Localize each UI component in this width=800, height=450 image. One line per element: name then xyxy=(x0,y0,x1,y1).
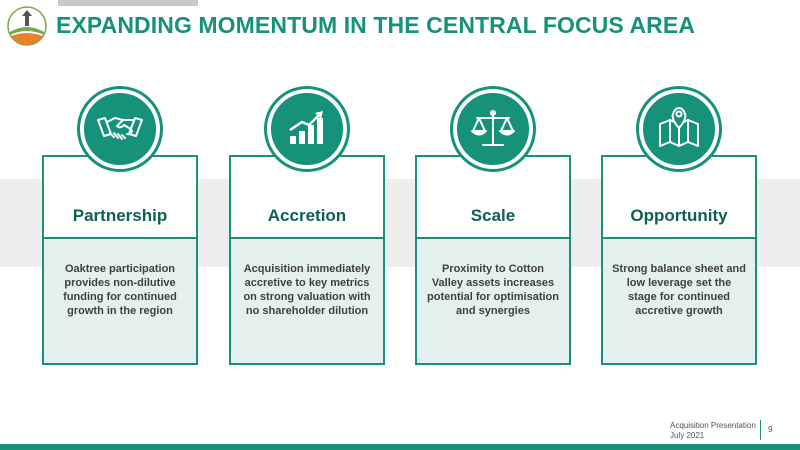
card-description: Strong balance sheet and low leverage se… xyxy=(612,263,746,317)
footer-date: July 2021 xyxy=(670,431,705,440)
balance-scale-icon xyxy=(453,89,533,169)
card-title: Partnership xyxy=(72,206,168,225)
card-opportunity: Opportunity Strong balance sheet and low… xyxy=(601,155,757,365)
footer-divider xyxy=(760,420,761,440)
card-accretion: Accretion Acquisition immediately accret… xyxy=(229,155,385,365)
top-decor-bar xyxy=(58,0,198,6)
page-title: EXPANDING MOMENTUM IN THE CENTRAL FOCUS … xyxy=(56,12,696,38)
card-title: Scale xyxy=(470,206,516,225)
card-title: Accretion xyxy=(267,206,347,225)
bottom-accent-bar xyxy=(0,444,800,450)
page-number: 9 xyxy=(768,425,773,434)
growth-chart-icon xyxy=(267,89,347,169)
footer-doc-info: Acquisition Presentation July 2021 xyxy=(670,421,756,441)
card-title: Opportunity xyxy=(630,206,728,225)
handshake-icon xyxy=(80,89,160,169)
card-scale: Scale Proximity to Cotton Valley assets … xyxy=(415,155,571,365)
card-description: Proximity to Cotton Valley assets increa… xyxy=(427,263,559,317)
card-description: Acquisition immediately accretive to key… xyxy=(243,263,371,317)
card-partnership: Partnership Oaktree participation provid… xyxy=(42,155,198,365)
map-pin-icon xyxy=(639,89,719,169)
footer-doc-title: Acquisition Presentation xyxy=(670,421,756,430)
company-logo-icon xyxy=(6,5,48,47)
card-description: Oaktree participation provides non-dilut… xyxy=(63,263,177,317)
